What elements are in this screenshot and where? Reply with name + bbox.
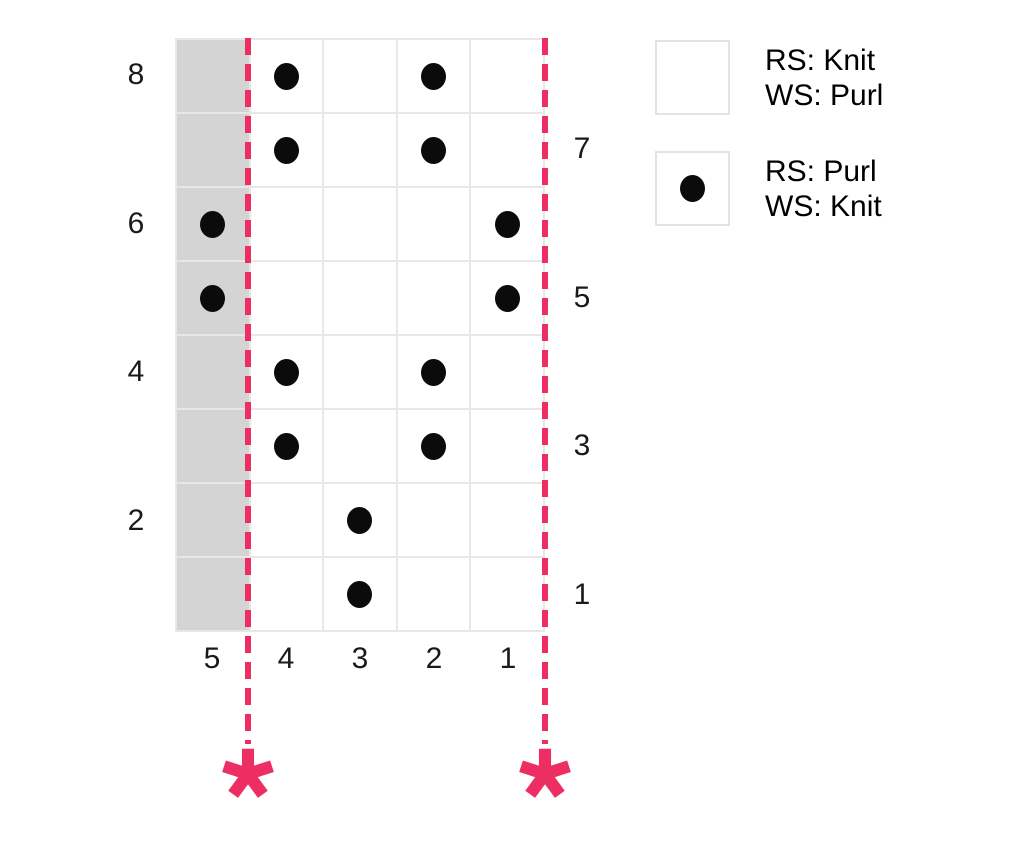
row-number-4: 4 bbox=[127, 355, 145, 389]
chart-cell bbox=[471, 114, 543, 186]
chart-cell bbox=[324, 40, 396, 112]
row-number-2: 2 bbox=[127, 503, 145, 537]
chart-cell bbox=[177, 484, 249, 556]
chart-cell bbox=[397, 40, 470, 112]
purl-dot-icon bbox=[273, 62, 299, 90]
chart-cell bbox=[177, 114, 249, 186]
chart-cell bbox=[250, 410, 323, 482]
purl-dot-icon bbox=[494, 210, 520, 238]
chart-cell bbox=[397, 484, 470, 556]
row-number-5: 5 bbox=[573, 280, 591, 314]
purl-dot-icon bbox=[421, 358, 447, 386]
legend-line: WS: Purl bbox=[765, 78, 884, 112]
column-number-3: 3 bbox=[351, 642, 369, 675]
chart-cell bbox=[397, 262, 470, 334]
row-number-7: 7 bbox=[573, 132, 591, 166]
purl-dot-icon bbox=[273, 136, 299, 164]
column-number-5: 5 bbox=[203, 642, 221, 675]
legend-line: WS: Knit bbox=[765, 189, 882, 223]
column-number-1: 1 bbox=[499, 642, 517, 675]
row-number-1: 1 bbox=[573, 577, 591, 611]
chart-cell bbox=[471, 188, 543, 260]
legend-item-purl: RS: Purl WS: Knit bbox=[655, 151, 882, 226]
chart-cell bbox=[397, 188, 470, 260]
legend-item-label: RS: Purl WS: Knit bbox=[765, 154, 882, 224]
row-number-6: 6 bbox=[127, 206, 145, 240]
chart-cell bbox=[324, 188, 396, 260]
repeat-asterisk-icon bbox=[220, 746, 276, 802]
chart-cell bbox=[250, 484, 323, 556]
chart-cell bbox=[324, 484, 396, 556]
purl-dot-icon bbox=[421, 62, 447, 90]
chart-cell bbox=[177, 558, 249, 630]
chart-cell bbox=[397, 336, 470, 408]
chart-cell bbox=[177, 262, 249, 334]
chart-cell bbox=[250, 262, 323, 334]
chart-cell bbox=[177, 188, 249, 260]
chart-cell bbox=[177, 410, 249, 482]
purl-dot-icon bbox=[200, 284, 226, 312]
blank-square-icon bbox=[655, 40, 730, 115]
legend-item-knit: RS: Knit WS: Purl bbox=[655, 40, 883, 115]
chart-cell bbox=[177, 40, 249, 112]
chart-cell bbox=[250, 188, 323, 260]
chart-cell bbox=[324, 558, 396, 630]
chart-cell bbox=[324, 114, 396, 186]
legend: RS: Knit WS: Purl RS: Purl WS: Knit bbox=[655, 40, 1025, 300]
legend-item-label: RS: Knit WS: Purl bbox=[765, 43, 883, 113]
chart-cell bbox=[397, 114, 470, 186]
chart-cell bbox=[397, 410, 470, 482]
column-number-4: 4 bbox=[277, 642, 295, 675]
repeat-boundary-line-right bbox=[542, 38, 548, 744]
chart-cell bbox=[471, 410, 543, 482]
chart-cell bbox=[397, 558, 470, 630]
column-number-2: 2 bbox=[425, 642, 443, 675]
row-number-3: 3 bbox=[573, 429, 591, 463]
purl-dot-icon bbox=[347, 506, 373, 534]
purl-dot-icon bbox=[273, 432, 299, 460]
chart-cell bbox=[250, 40, 323, 112]
repeat-asterisk-icon bbox=[517, 746, 573, 802]
row-number-8: 8 bbox=[127, 58, 145, 92]
chart-cell bbox=[471, 40, 543, 112]
purl-dot-icon bbox=[680, 175, 705, 202]
repeat-boundary-line-left bbox=[245, 38, 251, 744]
chart-cell bbox=[324, 336, 396, 408]
chart-cell bbox=[250, 336, 323, 408]
purl-dot-icon bbox=[273, 358, 299, 386]
chart-cell bbox=[471, 484, 543, 556]
chart-cell bbox=[250, 558, 323, 630]
chart-cell bbox=[177, 336, 249, 408]
purl-dot-icon bbox=[421, 136, 447, 164]
purl-dot-icon bbox=[421, 432, 447, 460]
purl-dot-icon bbox=[200, 210, 226, 238]
legend-line: RS: Purl bbox=[765, 154, 877, 188]
chart-cell bbox=[324, 410, 396, 482]
chart-cell bbox=[324, 262, 396, 334]
chart-cell bbox=[471, 558, 543, 630]
legend-line: RS: Knit bbox=[765, 43, 876, 77]
chart-cell bbox=[471, 262, 543, 334]
chart-cell bbox=[250, 114, 323, 186]
purl-dot-icon bbox=[347, 580, 373, 608]
purl-dot-icon bbox=[494, 284, 520, 312]
chart-grid bbox=[175, 38, 545, 632]
chart-cell bbox=[471, 336, 543, 408]
dot-square-icon bbox=[655, 151, 730, 226]
